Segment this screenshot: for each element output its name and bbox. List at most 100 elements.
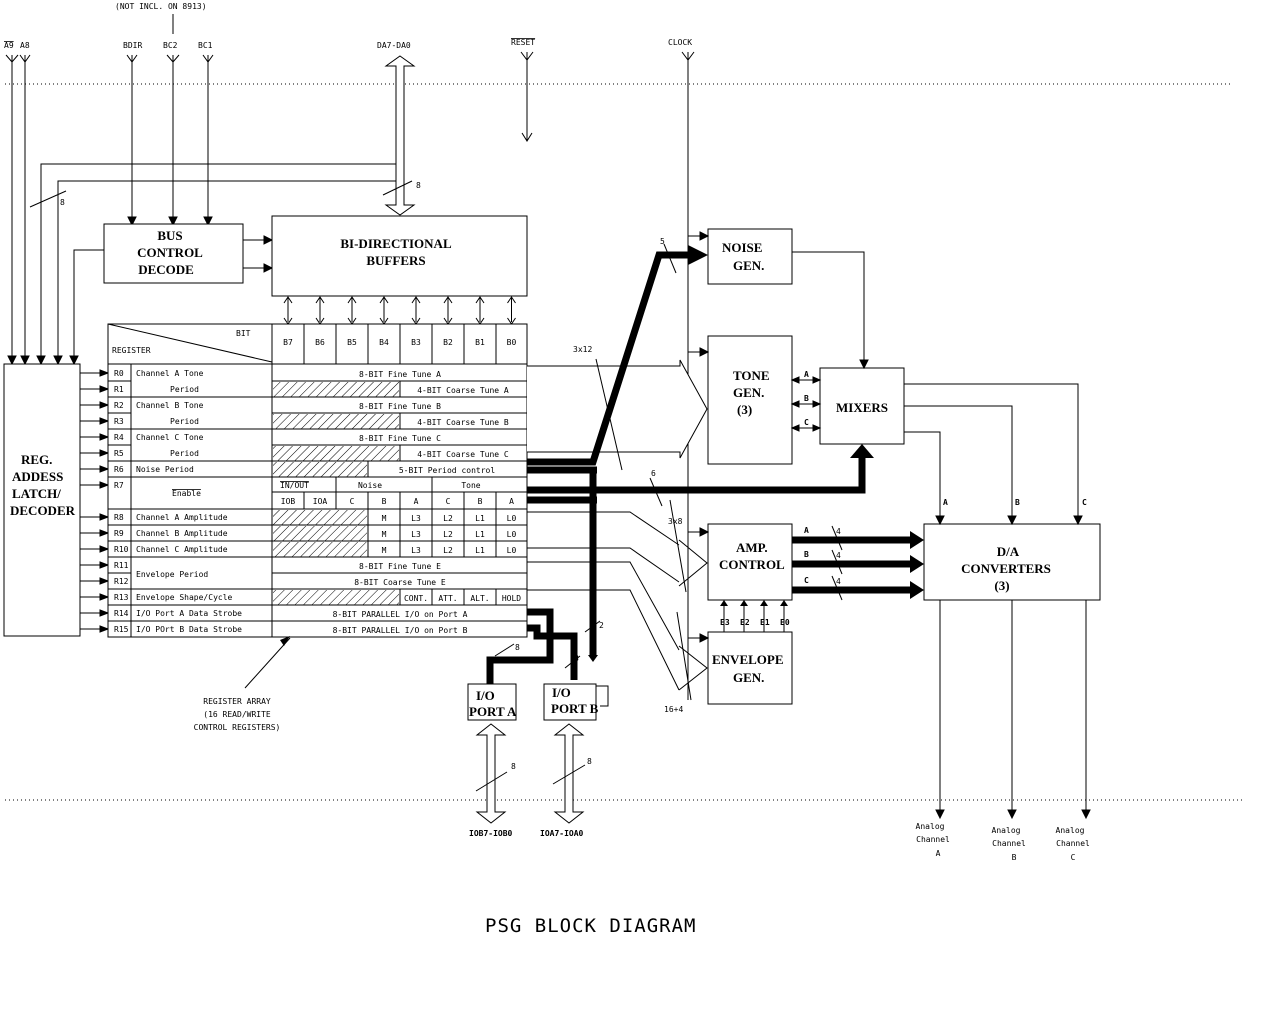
svg-text:5: 5	[660, 237, 665, 246]
bit-header-7: B0	[507, 338, 517, 347]
svg-text:REGISTER ARRAY: REGISTER ARRAY	[203, 697, 271, 706]
svg-text:MIXERS: MIXERS	[836, 400, 888, 415]
data-bus-arrow: 8	[382, 55, 421, 216]
signal-reset: RESET	[511, 38, 535, 47]
register-function: Period	[170, 449, 199, 458]
svg-text:CONVERTERS: CONVERTERS	[961, 561, 1051, 576]
svg-text:IOA7-IOA0: IOA7-IOA0	[540, 829, 584, 838]
bidirectional-buffers-block: BI-DIRECTIONAL BUFFERS	[271, 215, 528, 297]
svg-text:GEN.: GEN.	[733, 385, 764, 400]
register-id: R12	[114, 577, 129, 586]
svg-text:D/A: D/A	[997, 544, 1020, 559]
svg-text:AMP.: AMP.	[736, 540, 768, 555]
svg-text:GEN.: GEN.	[733, 670, 764, 685]
svg-text:Analog: Analog	[1056, 826, 1085, 835]
svg-text:Channel: Channel	[916, 835, 950, 844]
bus-control-line2: CONTROL	[137, 245, 203, 260]
noise-gen-block: NOISE GEN.	[707, 228, 793, 285]
svg-text:CONTROL REGISTERS): CONTROL REGISTERS)	[194, 723, 281, 732]
register-id: R5	[114, 449, 124, 458]
signal-bc1: BC1	[198, 41, 213, 50]
svg-text:B: B	[804, 394, 809, 403]
svg-text:L3: L3	[411, 530, 421, 539]
bit-header-2: B5	[347, 338, 357, 347]
svg-text:8: 8	[574, 654, 579, 663]
latch-line4: DECODER	[10, 503, 76, 518]
register-function: Enable	[172, 489, 201, 498]
io-port-a-block: I/O PORT A	[467, 683, 517, 721]
svg-text:PORT A: PORT A	[469, 704, 517, 719]
register-array-label: REGISTER ARRAY (16 READ/WRITE CONTROL RE…	[194, 636, 291, 732]
noise-period-bus: 5	[527, 237, 708, 466]
svg-text:A: A	[943, 498, 948, 507]
bus-control-decode-block: BUS CONTROL DECODE	[103, 223, 244, 284]
register-function: Channel C Tone	[136, 433, 204, 442]
svg-text:A: A	[804, 526, 809, 535]
register-function: Channel A Tone	[136, 369, 204, 378]
signal-bdir: BDIR	[123, 41, 142, 50]
bus-control-line3: DECODE	[138, 262, 194, 277]
header-bit: BIT	[236, 329, 251, 338]
svg-text:(3): (3)	[737, 402, 752, 417]
buffer-bit-arrows	[283, 296, 516, 325]
svg-text:B: B	[478, 497, 483, 506]
register-content: 8-BIT Fine Tune C	[359, 434, 441, 443]
bit-header-0: B7	[283, 338, 293, 347]
register-id: R1	[114, 385, 124, 394]
da-outputs	[935, 600, 1091, 820]
svg-text:L2: L2	[443, 514, 453, 523]
svg-text:4: 4	[836, 551, 841, 560]
register-id: R10	[114, 545, 129, 554]
svg-text:8: 8	[587, 757, 592, 766]
svg-text:L2: L2	[443, 546, 453, 555]
svg-text:L0: L0	[507, 530, 517, 539]
analog-output-labels: Analog Channel A Analog Channel B Analog…	[916, 822, 1090, 862]
signal-data-bus: DA7-DA0	[377, 41, 411, 50]
svg-text:3x12: 3x12	[573, 345, 592, 354]
svg-text:GEN.: GEN.	[733, 258, 764, 273]
register-id: R9	[114, 529, 124, 538]
svg-text:L0: L0	[507, 546, 517, 555]
register-function: Period	[170, 417, 199, 426]
tone-to-mixers: ABC	[790, 370, 822, 432]
svg-text:(16 READ/WRITE: (16 READ/WRITE	[203, 710, 271, 719]
register-id: R15	[114, 625, 129, 634]
svg-text:Analog: Analog	[992, 826, 1021, 835]
register-function: I/O POrt B Data Strobe	[136, 625, 242, 634]
svg-text:Channel: Channel	[992, 839, 1026, 848]
svg-text:E3: E3	[720, 618, 730, 627]
svg-text:C: C	[350, 497, 355, 506]
svg-text:IOB: IOB	[281, 497, 296, 506]
svg-text:L3: L3	[411, 514, 421, 523]
io-port-lines: 8 8	[486, 608, 609, 707]
latch-feed-lines: 8	[29, 163, 396, 366]
envelope-gen-block: ENVELOPE GEN.	[707, 631, 793, 705]
register-function: Envelope Shape/Cycle	[136, 593, 233, 602]
io-bus-arrows: 8 8	[475, 723, 592, 824]
latch-select-arrows	[80, 369, 110, 633]
register-function: Channel B Tone	[136, 401, 204, 410]
register-id: R7	[114, 481, 124, 490]
register-id: R8	[114, 513, 124, 522]
svg-text:L0: L0	[507, 514, 517, 523]
svg-text:L1: L1	[475, 546, 485, 555]
tone-period-bus: 3x12	[527, 345, 708, 471]
svg-text:8: 8	[515, 643, 520, 652]
svg-text:PORT B: PORT B	[551, 701, 599, 716]
signal-a8: A8	[20, 41, 30, 50]
svg-text:TONE: TONE	[733, 368, 770, 383]
svg-text:ENVELOPE: ENVELOPE	[712, 652, 784, 667]
svg-text:16+4: 16+4	[664, 705, 683, 714]
register-id: R14	[114, 609, 129, 618]
register-function: Envelope Period	[136, 570, 208, 579]
svg-text:B: B	[1012, 853, 1017, 862]
svg-text:(3): (3)	[994, 578, 1009, 593]
